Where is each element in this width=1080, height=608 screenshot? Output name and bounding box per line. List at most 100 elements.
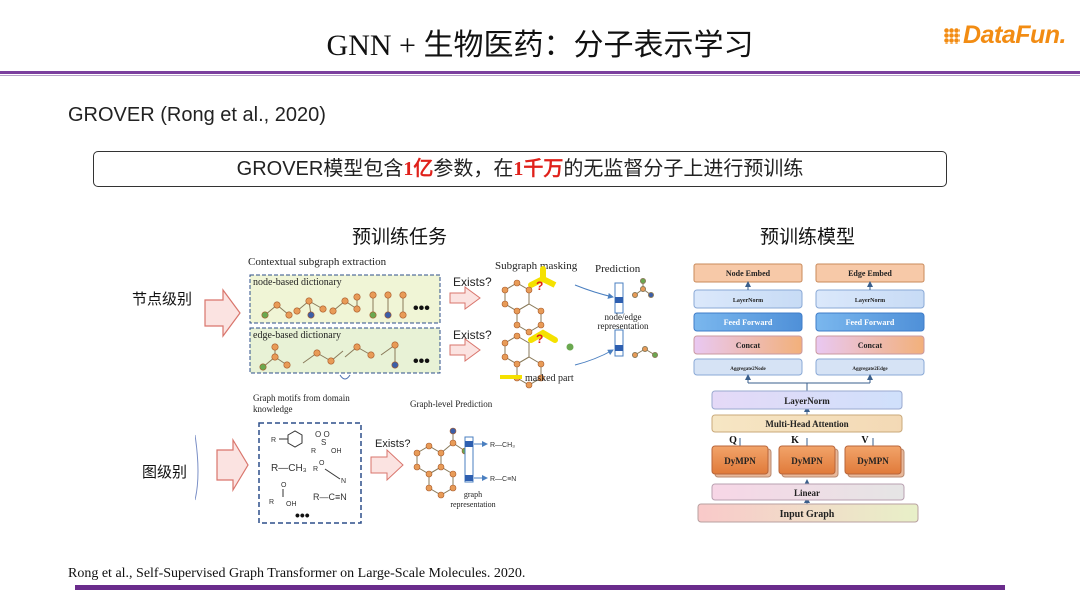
shared-layernorm-label: LayerNorm xyxy=(784,396,830,406)
footer-divider xyxy=(75,585,1005,590)
pretrain-tasks-title: 预训练任务 xyxy=(352,227,448,248)
citation: Rong et al., Self-Supervised Graph Trans… xyxy=(68,566,526,581)
dympn-box-v xyxy=(844,445,902,475)
node-dict-molecules xyxy=(261,291,407,319)
aggregate-node-label: Aggregate2Node xyxy=(730,367,766,372)
linear-box xyxy=(711,483,905,501)
linear-label: Linear xyxy=(794,488,820,498)
banner-highlight-1: 1亿 xyxy=(403,158,434,180)
motif-sulfonyl-icon: O O S R OH xyxy=(311,430,342,455)
summary-banner: GROVER模型包含1亿参数，在1千万的无监督分子上进行预训练 xyxy=(93,151,947,187)
node-level-label: 节点级别 xyxy=(132,291,193,308)
predicted-fragment-bottom xyxy=(632,346,658,358)
v-label: V xyxy=(861,435,869,446)
edge-rep-vector xyxy=(614,329,624,357)
masked-part-label: masked part xyxy=(525,373,574,384)
node-ff-label: Feed Forward xyxy=(724,318,773,327)
graph-level-pred-label: Graph-level Prediction xyxy=(410,399,493,409)
graph-rep-cell-1 xyxy=(465,441,473,447)
edge-ff-label: Feed Forward xyxy=(846,318,895,327)
edge-ff-box xyxy=(815,312,925,332)
motifs-box xyxy=(258,422,362,524)
dympn-label-v: DyMPN xyxy=(857,456,889,466)
datafun-logo: DataFun. xyxy=(944,21,1066,50)
banner-highlight-2: 1千万 xyxy=(513,158,564,180)
header-divider xyxy=(0,71,1080,74)
k-label: K xyxy=(791,435,799,446)
subgraph-masking-label: Subgraph masking xyxy=(495,260,578,272)
masked-molecule-top: ? xyxy=(501,266,557,336)
section-subtitle: GROVER (Rong et al., 2020) xyxy=(68,104,326,126)
edge-rep-cell xyxy=(615,345,623,351)
svg-text:R: R xyxy=(271,437,276,444)
exists-arrow-graph-icon xyxy=(370,448,404,482)
graph-bracket xyxy=(195,434,199,501)
motif-carboxyl-icon: O R OH xyxy=(269,482,297,508)
graph-pred-label-1: R—CH₃ xyxy=(490,442,515,449)
q-label: Q xyxy=(729,435,737,446)
motif-benzene-icon: R xyxy=(271,430,303,448)
svg-text:OH: OH xyxy=(331,448,342,455)
svg-text:S: S xyxy=(321,438,326,447)
node-dict-ellipsis: ••• xyxy=(413,300,430,317)
pretrain-model-title: 预训练模型 xyxy=(760,227,856,248)
svg-text:N: N xyxy=(341,478,346,485)
svg-text:O O: O O xyxy=(315,430,330,439)
exists-label-graph: Exists? xyxy=(375,438,410,450)
shared-layernorm-box xyxy=(711,390,903,410)
pretrain-tasks-diagram: Contextual subgraph extraction node-base… xyxy=(195,256,658,524)
dympn-label-k: DyMPN xyxy=(791,456,823,466)
dict-brace xyxy=(339,374,351,380)
pretrain-model-diagram: Node Embed LayerNorm Feed Forward Concat… xyxy=(693,263,925,523)
svg-text:O: O xyxy=(281,482,287,489)
graph-pred-label-2: R—C≡N xyxy=(490,476,516,483)
graph-level-label: 图级别 xyxy=(142,464,188,481)
motifs-ellipsis: ••• xyxy=(295,507,310,523)
logo-text: DataFun. xyxy=(963,21,1066,49)
graph-rep-vector xyxy=(464,436,474,483)
pred-arrow-bottom xyxy=(574,349,614,366)
graph-rep-cell-2 xyxy=(465,475,473,481)
aggregate-edge-label: Aggregate2Edge xyxy=(852,367,888,372)
svg-text:O: O xyxy=(319,460,325,467)
node-level-arrow-icon xyxy=(204,288,241,338)
edge-dictionary-box xyxy=(249,327,441,374)
edge-concat-label: Concat xyxy=(858,341,883,350)
node-concat-box xyxy=(693,335,803,355)
svg-text:R: R xyxy=(269,499,274,506)
edge-dict-molecules xyxy=(259,341,399,371)
banner-text-1: GROVER模型包含 xyxy=(236,158,404,180)
pred-arrow-top xyxy=(574,284,614,299)
contextual-label: Contextual subgraph extraction xyxy=(248,256,387,268)
banner-text-3: 的无监督分子上进行预训练 xyxy=(563,158,804,180)
predicted-fragment-top xyxy=(632,278,654,298)
banner-text-2: 参数，在 xyxy=(433,158,514,180)
exists-arrow-node-icon xyxy=(449,286,481,310)
logo-dots-icon xyxy=(944,28,961,44)
motif-nitrile: R—C≡N xyxy=(313,492,347,502)
mha-box xyxy=(711,414,903,433)
exists-arrow-edge-icon xyxy=(449,338,481,362)
input-graph-label: Input Graph xyxy=(780,509,835,520)
motif-methyl: R—CH₃ xyxy=(271,463,307,474)
prediction-label: Prediction xyxy=(595,263,641,275)
edge-concat-box xyxy=(815,335,925,355)
graph-level-arrow-icon xyxy=(216,437,249,493)
dympn-box-q xyxy=(711,445,769,475)
node-concat-label: Concat xyxy=(736,341,761,350)
node-embed-label: Node Embed xyxy=(726,269,771,278)
svg-text:OH: OH xyxy=(286,501,297,508)
page-title: GNN + 生物医药：分子表示学习 xyxy=(326,29,754,62)
input-graph-box xyxy=(697,503,919,523)
graph-molecule xyxy=(413,427,469,499)
node-rep-cell xyxy=(615,297,623,303)
motif-cyanate-icon: R O N xyxy=(313,460,346,485)
svg-text:?: ? xyxy=(536,279,543,293)
dympn-label-q: DyMPN xyxy=(724,456,756,466)
exists-label-node: Exists? xyxy=(453,275,492,289)
exists-label-edge: Exists? xyxy=(453,328,492,342)
svg-text:?: ? xyxy=(536,332,543,346)
svg-text:R: R xyxy=(313,466,318,473)
